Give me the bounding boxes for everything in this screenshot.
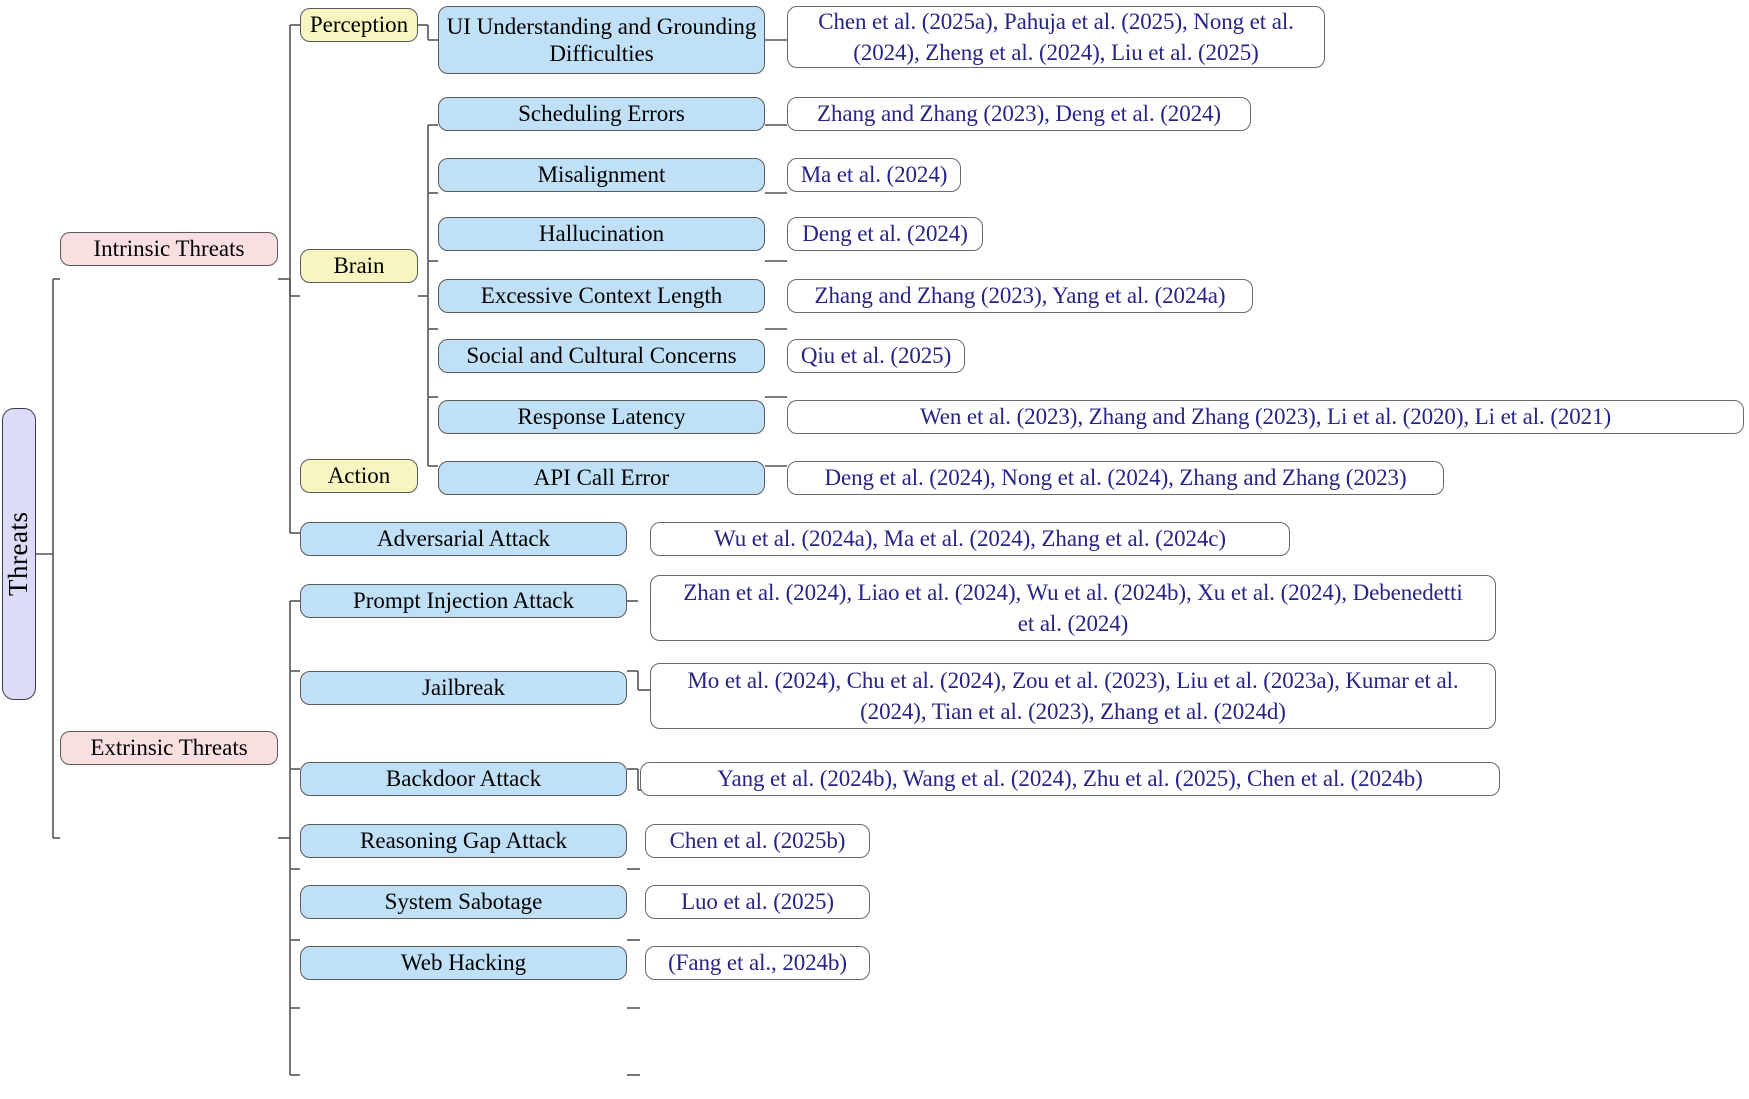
- citations-misalignment-text: Ma et al. (2024): [800, 162, 948, 188]
- citations-social-cultural-concerns[interactable]: Qiu et al. (2025): [787, 339, 965, 373]
- leaf-response-latency-label: Response Latency: [517, 404, 686, 430]
- branch-intrinsic-threats[interactable]: Intrinsic Threats: [60, 232, 278, 266]
- citations-response-latency[interactable]: Wen et al. (2023), Zhang and Zhang (2023…: [787, 400, 1744, 434]
- leaf-web-hacking[interactable]: Web Hacking: [300, 946, 627, 980]
- leaf-reasoning-gap-attack-label: Reasoning Gap Attack: [360, 828, 567, 854]
- leaf-scheduling-errors-label: Scheduling Errors: [518, 101, 685, 127]
- citations-adversarial-attack-text: Wu et al. (2024a), Ma et al. (2024), Zha…: [714, 526, 1226, 552]
- leaf-social-cultural-concerns-label: Social and Cultural Concerns: [466, 343, 737, 369]
- group-action-label: Action: [327, 463, 391, 489]
- leaf-backdoor-attack-label: Backdoor Attack: [385, 766, 542, 792]
- citations-web-hacking[interactable]: (Fang et al., 2024b): [645, 946, 870, 980]
- leaf-social-cultural-concerns[interactable]: Social and Cultural Concerns: [438, 339, 765, 373]
- citations-api-call-error-text: Deng et al. (2024), Nong et al. (2024), …: [824, 465, 1407, 491]
- leaf-api-call-error-label: API Call Error: [533, 465, 670, 491]
- citations-response-latency-text: Wen et al. (2023), Zhang and Zhang (2023…: [919, 404, 1612, 430]
- citations-hallucination[interactable]: Deng et al. (2024): [787, 217, 983, 251]
- leaf-prompt-injection-attack[interactable]: Prompt Injection Attack: [300, 584, 627, 618]
- leaf-system-sabotage-label: System Sabotage: [384, 889, 543, 915]
- leaf-response-latency[interactable]: Response Latency: [438, 400, 765, 434]
- citations-backdoor-attack[interactable]: Yang et al. (2024b), Wang et al. (2024),…: [640, 762, 1500, 796]
- leaf-api-call-error[interactable]: API Call Error: [438, 461, 765, 495]
- leaf-reasoning-gap-attack[interactable]: Reasoning Gap Attack: [300, 824, 627, 858]
- leaf-hallucination[interactable]: Hallucination: [438, 217, 765, 251]
- citations-prompt-injection-attack[interactable]: Zhan et al. (2024), Liao et al. (2024), …: [650, 575, 1496, 641]
- leaf-misalignment-label: Misalignment: [537, 162, 666, 188]
- citations-web-hacking-text: (Fang et al., 2024b): [668, 950, 847, 976]
- leaf-ui-understanding[interactable]: UI Understanding and Grounding Difficult…: [438, 6, 765, 74]
- citations-scheduling-errors-text: Zhang and Zhang (2023), Deng et al. (202…: [817, 101, 1221, 127]
- citations-adversarial-attack[interactable]: Wu et al. (2024a), Ma et al. (2024), Zha…: [650, 522, 1290, 556]
- leaf-adversarial-attack-label: Adversarial Attack: [376, 526, 551, 552]
- leaf-adversarial-attack[interactable]: Adversarial Attack: [300, 522, 627, 556]
- citations-system-sabotage[interactable]: Luo et al. (2025): [645, 885, 870, 919]
- group-perception[interactable]: Perception: [300, 8, 418, 42]
- group-brain-label: Brain: [333, 253, 385, 279]
- citations-social-cultural-concerns-text: Qiu et al. (2025): [800, 343, 952, 369]
- citations-excessive-context-length-text: Zhang and Zhang (2023), Yang et al. (202…: [814, 283, 1226, 309]
- root-node-label: Threats: [3, 511, 34, 597]
- branch-extrinsic-threats-label: Extrinsic Threats: [90, 735, 248, 761]
- leaf-backdoor-attack[interactable]: Backdoor Attack: [300, 762, 627, 796]
- citations-backdoor-attack-text: Yang et al. (2024b), Wang et al. (2024),…: [717, 766, 1423, 792]
- group-brain[interactable]: Brain: [300, 249, 418, 283]
- branch-intrinsic-threats-label: Intrinsic Threats: [93, 236, 245, 262]
- citations-api-call-error[interactable]: Deng et al. (2024), Nong et al. (2024), …: [787, 461, 1444, 495]
- citations-scheduling-errors[interactable]: Zhang and Zhang (2023), Deng et al. (202…: [787, 97, 1251, 131]
- citations-ui-understanding[interactable]: Chen et al. (2025a), Pahuja et al. (2025…: [787, 6, 1325, 68]
- leaf-excessive-context-length[interactable]: Excessive Context Length: [438, 279, 765, 313]
- citations-ui-understanding-text: Chen et al. (2025a), Pahuja et al. (2025…: [818, 8, 1294, 65]
- citations-jailbreak[interactable]: Mo et al. (2024), Chu et al. (2024), Zou…: [650, 663, 1496, 729]
- leaf-prompt-injection-attack-label: Prompt Injection Attack: [352, 588, 574, 614]
- citations-prompt-injection-attack-text: Zhan et al. (2024), Liao et al. (2024), …: [683, 579, 1463, 636]
- group-action[interactable]: Action: [300, 459, 418, 493]
- leaf-system-sabotage[interactable]: System Sabotage: [300, 885, 627, 919]
- root-node-threats[interactable]: Threats: [2, 408, 36, 700]
- leaf-jailbreak-label: Jailbreak: [421, 675, 505, 701]
- leaf-hallucination-label: Hallucination: [538, 221, 665, 247]
- citations-hallucination-text: Deng et al. (2024): [802, 221, 968, 247]
- leaf-misalignment[interactable]: Misalignment: [438, 158, 765, 192]
- leaf-web-hacking-label: Web Hacking: [400, 950, 527, 976]
- citations-jailbreak-text: Mo et al. (2024), Chu et al. (2024), Zou…: [687, 667, 1459, 724]
- citations-reasoning-gap-attack-text: Chen et al. (2025b): [669, 828, 846, 854]
- leaf-jailbreak[interactable]: Jailbreak: [300, 671, 627, 705]
- branch-extrinsic-threats[interactable]: Extrinsic Threats: [60, 731, 278, 765]
- citations-reasoning-gap-attack[interactable]: Chen et al. (2025b): [645, 824, 870, 858]
- group-perception-label: Perception: [309, 12, 409, 38]
- citations-system-sabotage-text: Luo et al. (2025): [681, 889, 834, 915]
- leaf-scheduling-errors[interactable]: Scheduling Errors: [438, 97, 765, 131]
- citations-excessive-context-length[interactable]: Zhang and Zhang (2023), Yang et al. (202…: [787, 279, 1253, 313]
- leaf-ui-understanding-label: UI Understanding and Grounding Difficult…: [446, 13, 757, 66]
- citations-misalignment[interactable]: Ma et al. (2024): [787, 158, 961, 192]
- leaf-excessive-context-length-label: Excessive Context Length: [480, 283, 723, 309]
